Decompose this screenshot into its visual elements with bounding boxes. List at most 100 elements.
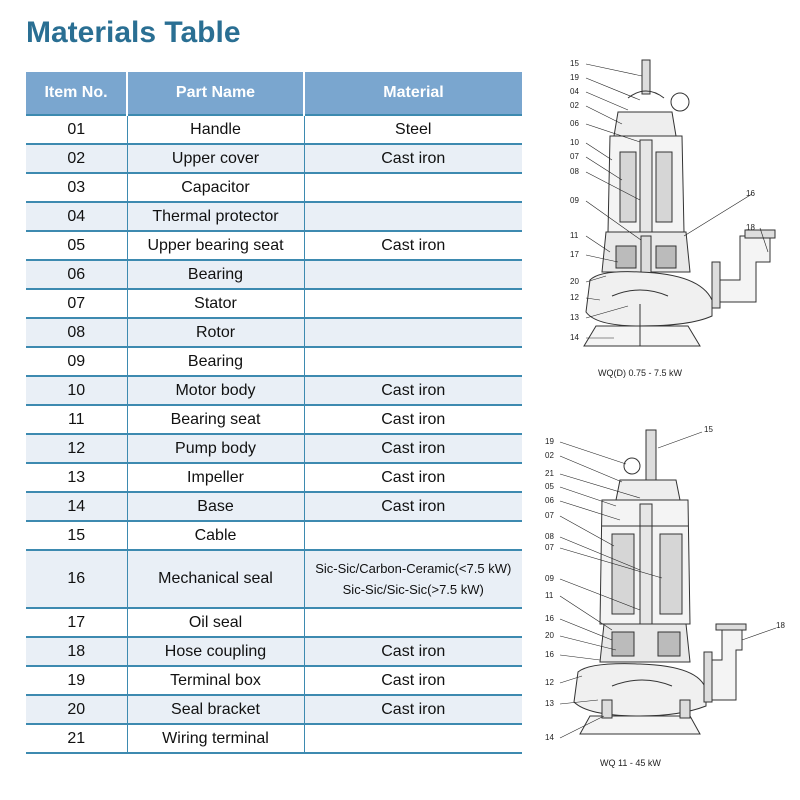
header-item-no: Item No. (26, 72, 128, 115)
item-no: 19 (26, 665, 128, 695)
material: Cast iron (304, 462, 522, 492)
part-name: Upper cover (127, 143, 305, 173)
callout-label: 11 (570, 231, 579, 240)
callout-label: 18 (746, 223, 755, 232)
item-no: 09 (26, 346, 128, 376)
callout-label: 11 (545, 591, 554, 600)
item-no: 17 (26, 607, 128, 637)
item-no: 18 (26, 636, 128, 666)
table-header-row: Item No. Part Name Material (26, 72, 522, 115)
callout-label: 08 (545, 532, 554, 541)
callout-label: 14 (570, 333, 579, 342)
part-name: Oil seal (127, 607, 305, 637)
part-name: Cable (127, 520, 305, 550)
item-no: 03 (26, 172, 128, 202)
part-name: Bearing (127, 346, 305, 376)
material: Cast iron (304, 375, 522, 405)
callout-label: 20 (570, 277, 579, 286)
callout-label: 06 (545, 496, 554, 505)
callout-label: 05 (545, 482, 554, 491)
material: Cast iron (304, 636, 522, 666)
part-name: Capacitor (127, 172, 305, 202)
callout-label: 07 (545, 511, 554, 520)
callout-label: 19 (545, 437, 554, 446)
part-name: Bearing (127, 259, 305, 289)
part-name: Terminal box (127, 665, 305, 695)
material-line: Sic-Sic/Carbon-Ceramic(<7.5 kW) (315, 561, 512, 576)
part-name: Rotor (127, 317, 305, 347)
part-name: Wiring terminal (127, 723, 305, 754)
pump-drawing-small (583, 59, 776, 347)
item-no: 02 (26, 143, 128, 173)
page-title: Materials Table (26, 16, 241, 49)
material: Cast iron (304, 694, 522, 724)
material: Cast iron (304, 230, 522, 260)
material: Cast iron (304, 665, 522, 695)
callout-label: 13 (570, 313, 579, 322)
callout-label: 18 (776, 621, 785, 630)
part-name: Bearing seat (127, 404, 305, 434)
pump-leaders-large (559, 431, 777, 739)
material (304, 201, 522, 231)
part-name: Base (127, 491, 305, 521)
callout-label: 12 (545, 678, 554, 687)
material: Cast iron (304, 433, 522, 463)
item-no: 16 (26, 549, 128, 608)
diagram-caption: WQ(D) 0.75 - 7.5 kW (598, 368, 683, 378)
item-no: 14 (26, 491, 128, 521)
item-no: 11 (26, 404, 128, 434)
diagram-caption: WQ 11 - 45 kW (600, 758, 661, 768)
callout-label: 16 (545, 650, 554, 659)
item-no: 05 (26, 230, 128, 260)
material (304, 723, 522, 754)
callout-label: 10 (570, 138, 579, 147)
header-part-name: Part Name (127, 72, 305, 115)
item-no: 20 (26, 694, 128, 724)
callout-label: 09 (545, 574, 554, 583)
item-no: 13 (26, 462, 128, 492)
callout-label: 02 (570, 101, 579, 110)
callout-label: 19 (570, 73, 579, 82)
part-name: Thermal protector (127, 201, 305, 231)
part-name: Upper bearing seat (127, 230, 305, 260)
material: Cast iron (304, 491, 522, 521)
pump-labels-large: 19 02 21 05 06 07 08 07 09 11 16 20 16 1… (545, 425, 785, 768)
callout-label: 02 (545, 451, 554, 460)
part-name: Mechanical seal (127, 549, 305, 608)
part-name: Seal bracket (127, 694, 305, 724)
material-line: Sic-Sic/Sic-Sic(>7.5 kW) (342, 582, 484, 597)
item-no: 15 (26, 520, 128, 550)
material: Cast iron (304, 143, 522, 173)
item-no: 07 (26, 288, 128, 318)
pump-leaders-small (585, 63, 769, 339)
callout-label: 15 (704, 425, 713, 434)
part-name: Motor body (127, 375, 305, 405)
callout-label: 12 (570, 293, 579, 302)
item-no: 08 (26, 317, 128, 347)
material (304, 520, 522, 550)
callout-label: 08 (570, 167, 579, 176)
callout-label: 20 (545, 631, 554, 640)
material: Sic-Sic/Carbon-Ceramic(<7.5 kW) Sic-Sic/S… (304, 549, 522, 608)
callout-label: 09 (570, 196, 579, 205)
header-material: Material (304, 72, 522, 115)
callout-label: 04 (570, 87, 579, 96)
material (304, 317, 522, 347)
callout-label: 17 (570, 250, 579, 259)
